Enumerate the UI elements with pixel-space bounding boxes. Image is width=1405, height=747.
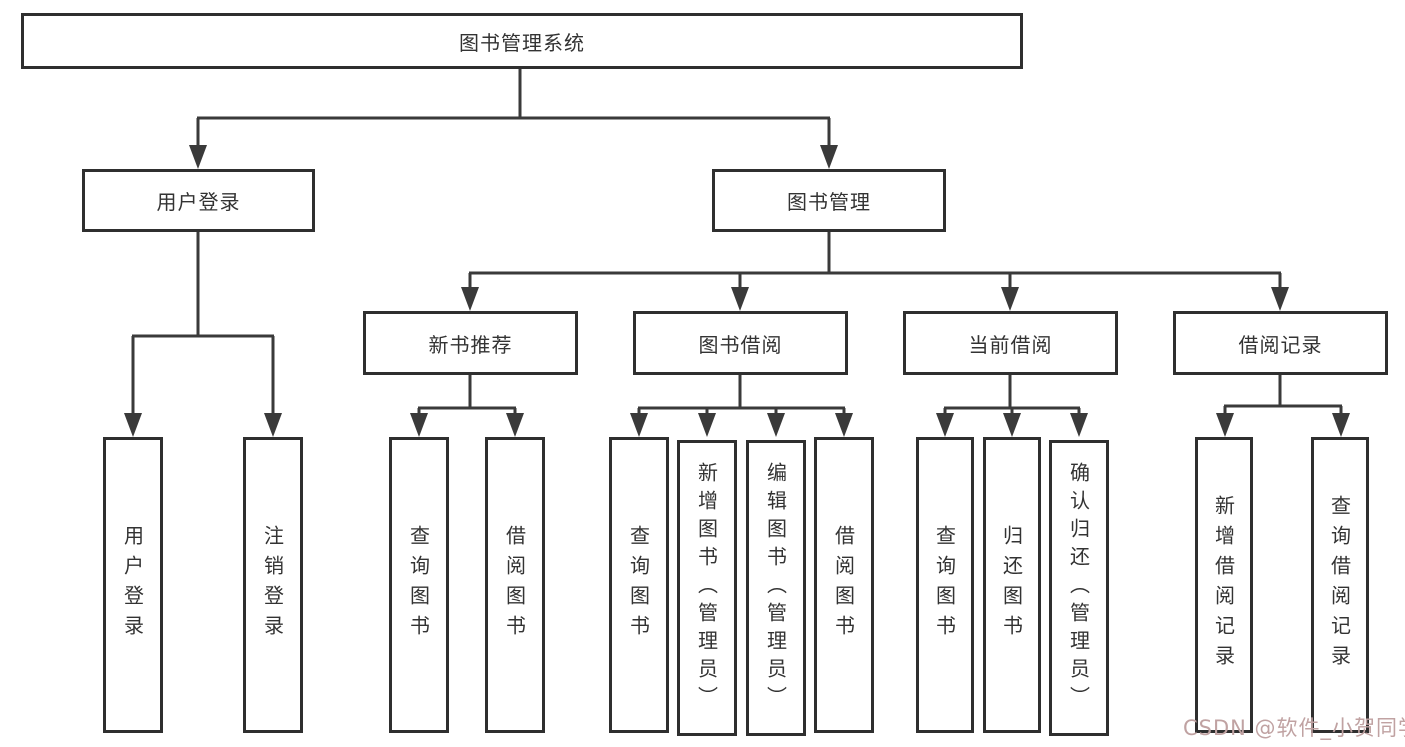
node-new-book-recommend: 新书推荐 <box>363 311 578 375</box>
node-current-borrow: 当前借阅 <box>903 311 1118 375</box>
leaf-edit-book-admin: 编辑图书（管理员） <box>746 440 806 736</box>
leaf-query-current: 查询图书 <box>916 437 974 733</box>
leaf-query-borrow-record: 查询借阅记录 <box>1311 437 1369 733</box>
leaf-user-login: 用户登录 <box>103 437 163 733</box>
leaf-query-book: 查询图书 <box>609 437 669 733</box>
leaf-add-borrow-record: 新增借阅记录 <box>1195 437 1253 733</box>
node-book-borrow: 图书借阅 <box>633 311 848 375</box>
node-root-system: 图书管理系统 <box>21 13 1023 69</box>
connector-root-to-level2 <box>196 69 831 152</box>
connector-borrowrecord-to-leaves <box>1223 375 1343 420</box>
node-user-login: 用户登录 <box>82 169 315 232</box>
connector-userlogin-to-leaves <box>131 232 275 420</box>
leaf-confirm-return-admin: 确认归还（管理员） <box>1049 440 1109 736</box>
connector-bookmgmt-to-level3 <box>468 232 1282 294</box>
leaf-add-book-admin: 新增图书（管理员） <box>677 440 737 736</box>
leaf-return-book: 归还图书 <box>983 437 1041 733</box>
leaf-borrow-book-recommend: 借阅图书 <box>485 437 545 733</box>
leaf-logout: 注销登录 <box>243 437 303 733</box>
connector-bookborrow-to-leaves <box>637 375 846 420</box>
watermark: CSDN @软件_小贺同学 <box>1183 716 1405 740</box>
leaf-query-book-recommend: 查询图书 <box>389 437 449 733</box>
arrowheads <box>124 145 1350 437</box>
leaf-borrow-book: 借阅图书 <box>814 437 874 733</box>
connector-newbook-to-leaves <box>417 375 517 420</box>
node-borrow-record: 借阅记录 <box>1173 311 1388 375</box>
node-book-management: 图书管理 <box>712 169 946 232</box>
